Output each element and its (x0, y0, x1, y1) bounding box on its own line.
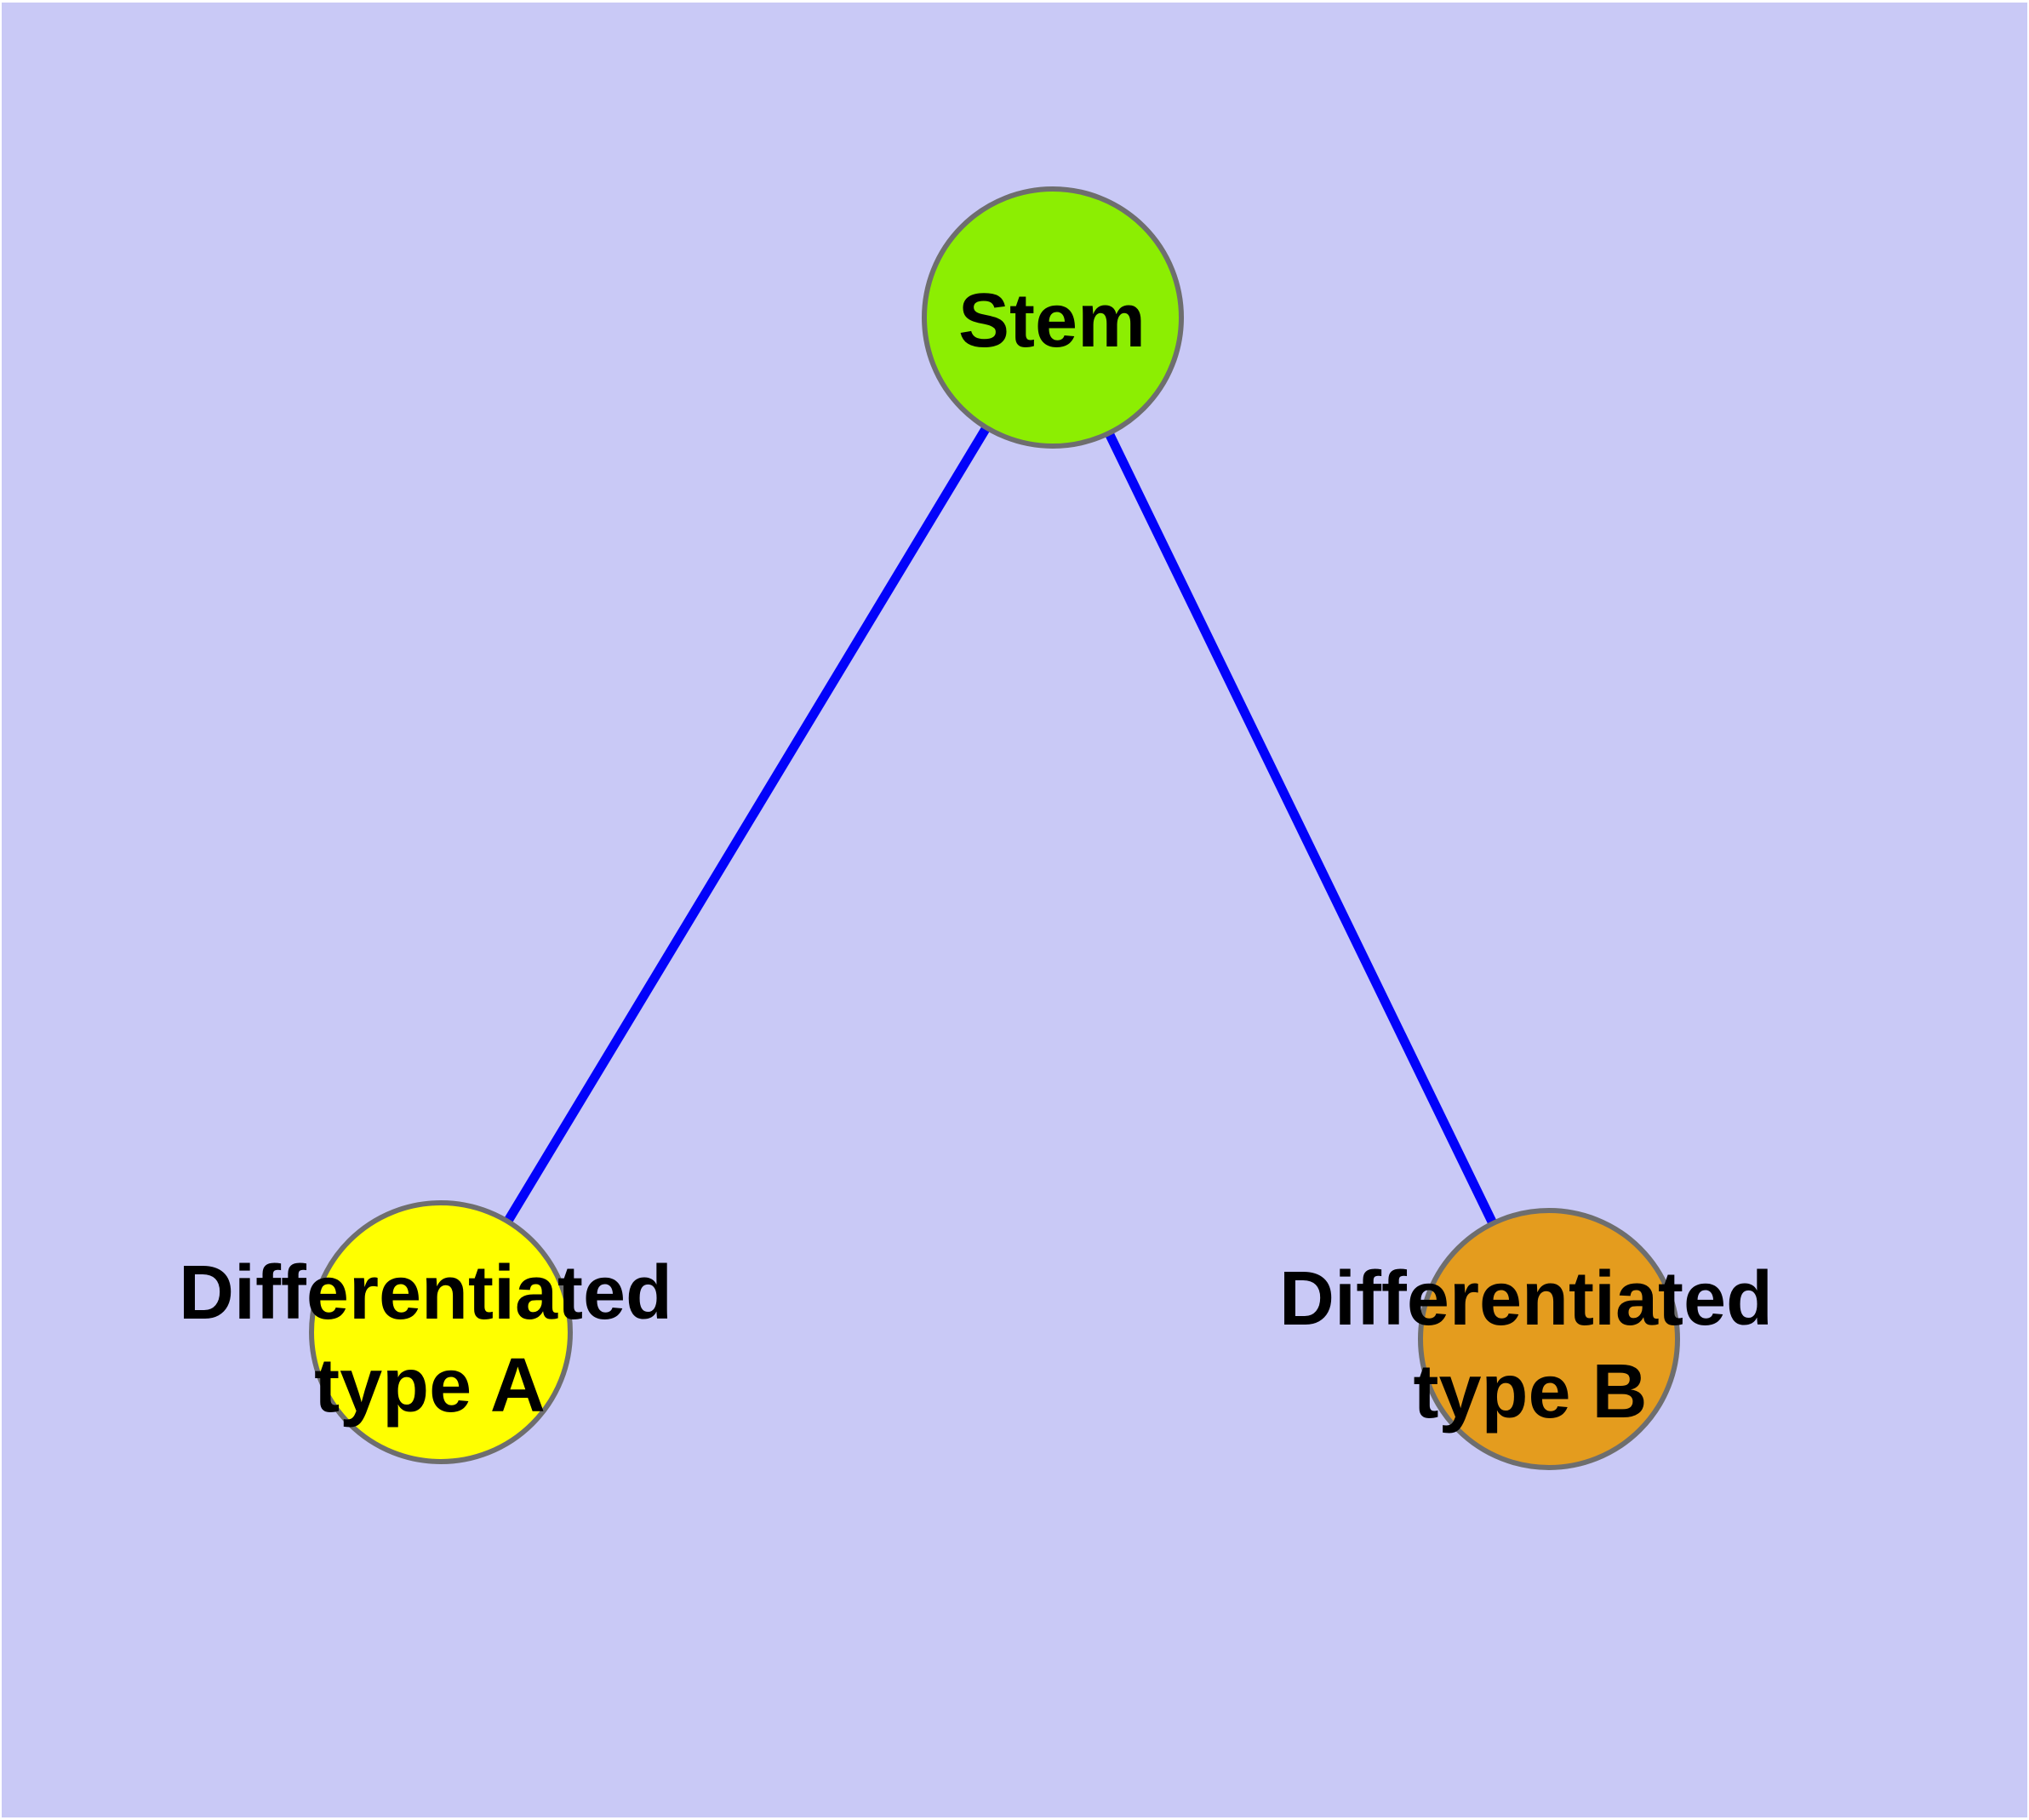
differentiated-type-b-label-line2: type B (1413, 1349, 1647, 1434)
differentiated-type-b-label-line1: Differentiated (1279, 1256, 1773, 1342)
edge-stem-to-type-b (1049, 315, 1553, 1342)
differentiated-type-b-circle (1418, 1208, 1680, 1470)
edge-stem-to-type-a (437, 315, 1057, 1335)
differentiated-type-a-circle (309, 1200, 573, 1464)
edge-group (437, 315, 1553, 1342)
node-differentiated-type-a: Differentiated type A (179, 1200, 672, 1464)
node-stem: Stem (922, 186, 1184, 449)
stem-node-label: Stem (958, 278, 1146, 363)
differentiated-type-a-label-line2: type A (314, 1343, 546, 1428)
stem-node-circle (922, 186, 1184, 449)
node-differentiated-type-b: Differentiated type B (1279, 1208, 1773, 1470)
differentiated-type-a-label-line1: Differentiated (179, 1251, 672, 1336)
